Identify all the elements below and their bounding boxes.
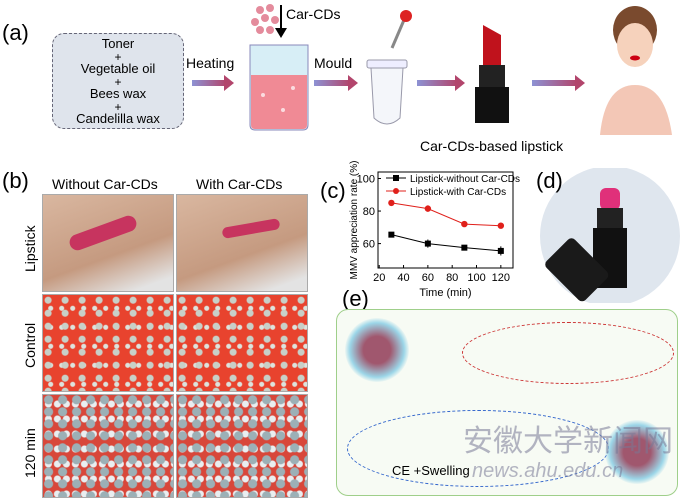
mould-tube-icon [366,10,412,125]
step-heating-label: Heating [186,55,235,71]
nanoparticle-cluster [345,318,409,382]
arrow-icon [417,75,465,91]
beaker-icon [249,4,309,131]
car-cds-label: Car-CDs [286,6,341,22]
series-line [391,234,501,252]
data-point [388,231,395,238]
y-tick-label: 100 [357,174,375,186]
ingredient: Vegetable oil [80,61,156,76]
panel-b-label: (b) [2,168,29,193]
micrograph-control-with [176,294,308,392]
watermark-url: news.ahu.edu.cn [472,460,624,482]
panel-d-label: (d) [536,168,563,193]
data-point [388,199,395,207]
ingredient: Bees wax [89,86,147,101]
micrograph-120min-without [42,394,174,498]
plus: + [114,49,122,64]
panel-e-label: (e) [342,286,369,311]
y-axis-label: MMV appreciation rate (%) [349,161,360,280]
mechanism-diagram: CE +Swelling 安徽大学新闻网 news.ahu.edu.cn [336,309,678,496]
data-point [461,244,468,251]
panel-c-label: (c) [320,178,346,203]
y-tick-label: 60 [363,239,375,251]
data-point [497,247,504,254]
legend-marker [393,175,399,181]
plot-frame [377,171,514,269]
x-tick-label: 60 [422,272,434,284]
x-tick-label: 80 [446,272,458,284]
data-point [497,222,505,229]
ce-swelling-label: CE +Swelling [392,463,470,478]
lipstick-photo [540,168,680,303]
x-tick-label: 20 [373,272,385,284]
product-label: Car-CDs-based lipstick [420,138,564,154]
ingredient: Candelilla wax [76,111,160,126]
x-tick-label: 120 [492,272,510,284]
series-line [391,202,501,227]
photo-hand-with [176,194,308,292]
column-label-with: With Car-CDs [196,176,283,192]
photo-hand-without [42,194,174,292]
plus: + [114,99,122,114]
legend-marker [393,188,399,194]
data-point [424,205,432,212]
woman-illustration [600,6,672,135]
arrow-icon [314,75,358,91]
step-mould-label: Mould [314,55,353,71]
x-tick-label: 100 [467,272,485,284]
legend-label: Lipstick-with Car-CDs [410,187,506,198]
row-label-control: Control [22,322,38,368]
lipstick-icon [475,25,509,123]
legend-label: Lipstick-without Car-CDs [410,174,520,185]
zoom-ellipse [462,322,674,384]
y-tick-label: 80 [363,206,375,218]
row-label-lipstick: Lipstick [22,225,38,272]
nanoparticle-cluster [605,420,669,484]
panel-a-label: (a) [2,20,29,45]
watermark-cn: 安徽大学新闻网 [463,424,673,459]
arrow-icon [192,75,234,91]
arrow-icon [532,75,585,91]
column-label-without: Without Car-CDs [52,176,158,192]
x-tick-label: 40 [397,272,409,284]
micrograph-120min-with [176,394,308,498]
data-point [424,240,431,247]
plus: + [114,74,122,89]
micrograph-control-without [42,294,174,392]
ingredients-box: Toner + Vegetable oil + Bees wax + Cande… [52,33,184,129]
ingredient: Toner [101,36,135,51]
x-axis-label: Time (min) [419,287,471,299]
data-point [461,220,468,228]
row-label-120min: 120 min [22,428,38,478]
